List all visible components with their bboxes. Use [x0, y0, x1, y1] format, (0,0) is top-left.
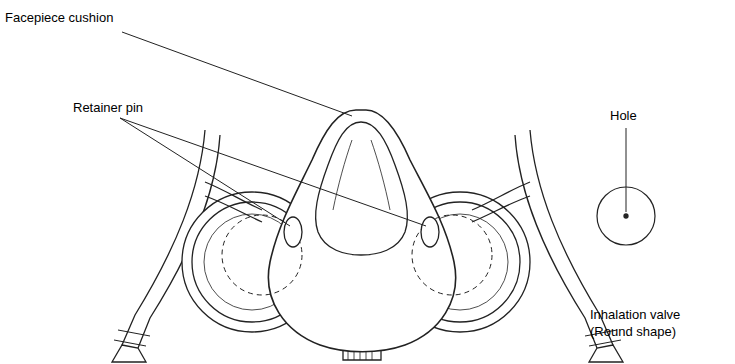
- part-label: Facepiece cushion: [5, 9, 205, 26]
- part-label: Retainer pin: [73, 99, 213, 116]
- part-label: Inhalation valve (Round shape): [590, 306, 702, 340]
- part-label: Hole: [610, 107, 690, 124]
